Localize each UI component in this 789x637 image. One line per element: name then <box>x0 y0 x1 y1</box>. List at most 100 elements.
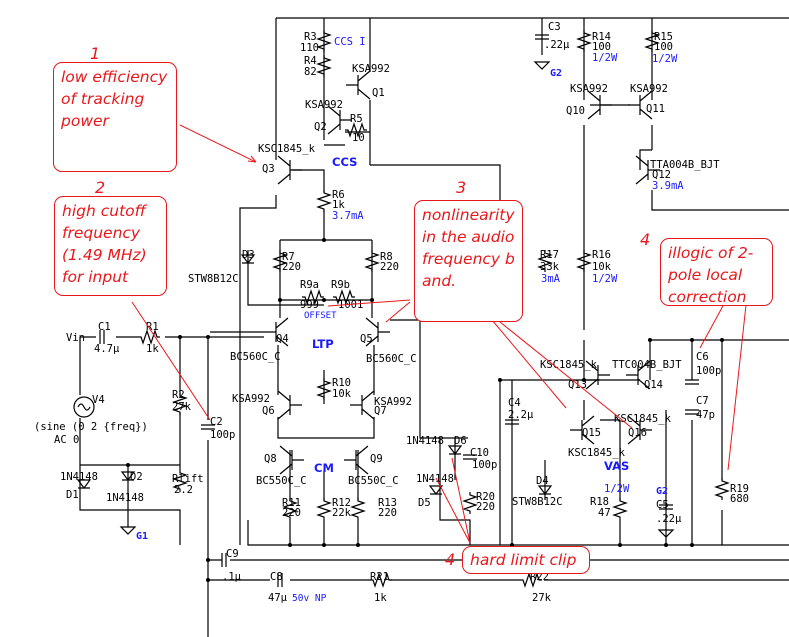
r19-val: 680 <box>730 493 749 505</box>
d6-model: 1N4148 <box>416 473 454 485</box>
junction-dot <box>690 338 694 342</box>
q14-model: TTC004B_BJT <box>612 359 682 371</box>
r20-resistor <box>462 492 478 514</box>
r17-ref: R17 <box>540 249 559 261</box>
d2-diode <box>120 471 136 481</box>
q6-model: KSA992 <box>232 393 270 405</box>
q7-model: KSA992 <box>374 396 412 408</box>
r12-val: 22k <box>332 507 352 519</box>
q2-ref: Q2 <box>314 121 327 133</box>
r22-val: 27k <box>532 592 552 604</box>
c10-val: 100p <box>472 459 497 471</box>
junction-dot <box>664 543 668 547</box>
junction-dot <box>278 298 282 302</box>
r21-resistor <box>370 572 392 588</box>
r9a-ref: R9a <box>300 279 319 291</box>
labels: R3 110 R4 82 CCS I KSA992 Q1 KSA992 Q2 R… <box>34 21 749 604</box>
c8-val: 47µ <box>268 592 288 604</box>
q8-ref: Q8 <box>264 453 277 465</box>
r16-ref: R16 <box>592 249 611 261</box>
r8-resistor <box>364 250 380 272</box>
annotation-1-box: low efficiency of tracking power <box>53 62 177 172</box>
r3-ref: R3 <box>304 31 317 43</box>
q1-model: KSA992 <box>352 63 390 75</box>
d5-ref: D5 <box>418 497 431 509</box>
r19-resistor <box>714 478 730 500</box>
rlift-val: 2.2 <box>174 484 193 496</box>
r14-pwr: 1/2W <box>592 52 618 64</box>
r4-resistor <box>316 55 332 77</box>
v4-source-icon <box>73 396 95 418</box>
c9-ref: C9 <box>226 548 239 560</box>
d1-model: 1N4148 <box>60 471 98 483</box>
q16-model: KSC1845_k <box>614 413 672 425</box>
q3-transistor <box>277 155 302 185</box>
r5-ref: R5 <box>350 113 363 125</box>
junction-dot <box>648 338 652 342</box>
vin-label: Vin <box>66 332 85 344</box>
c5-val: .22µ <box>656 513 682 525</box>
r15-resistor <box>644 30 660 52</box>
r18-val: 47 <box>598 507 611 519</box>
r17-current: 3mA <box>541 273 561 285</box>
q9-model: BC550C_C <box>348 475 399 487</box>
c7-val: 47p <box>696 409 715 421</box>
c6-capacitor <box>685 379 699 385</box>
cm-label: CM <box>314 461 334 475</box>
r3-resistor <box>316 30 332 52</box>
c8-capacitor <box>277 573 283 587</box>
q1-ref: Q1 <box>372 87 385 99</box>
c2-val: 100p <box>210 429 235 441</box>
r1-ref: R1 <box>146 321 159 333</box>
q10-transistor <box>587 90 612 120</box>
q15-model: KSC1845_k <box>568 447 626 459</box>
d2-ref: D2 <box>130 471 143 483</box>
junction-dot <box>356 543 360 547</box>
c1-val: 4.7µ <box>94 343 120 355</box>
d2-model: 1N4148 <box>106 492 144 504</box>
q15-ref: Q15 <box>582 427 601 439</box>
offset-label: OFFSET <box>304 311 337 321</box>
q16-transistor <box>627 415 652 445</box>
junction-dot <box>206 578 210 582</box>
r14-resistor <box>576 30 592 52</box>
c3-capacitor <box>535 34 549 40</box>
c8-note: 50v NP <box>292 593 327 604</box>
r7-ref: R7 <box>282 251 295 263</box>
r7-val: 220 <box>282 261 301 273</box>
c6-ref: C6 <box>696 351 709 363</box>
junction-dot <box>206 558 210 562</box>
c1-ref: C1 <box>98 321 111 333</box>
r21-val: 1k <box>374 592 387 604</box>
g2-top-label: G2 <box>550 68 562 79</box>
r20-val: 220 <box>476 501 495 513</box>
r15-pwr: 1/2W <box>652 53 678 65</box>
q12-ref: Q12 <box>652 169 671 181</box>
v4-ref: V4 <box>92 394 105 406</box>
junction-dot <box>322 238 326 242</box>
c10-ref: C10 <box>470 447 489 459</box>
junction-dot <box>690 543 694 547</box>
r9b-resistor <box>333 289 355 305</box>
v4-line2: AC 0 <box>54 434 79 446</box>
r6-ref: R6 <box>332 189 345 201</box>
q4-ref: Q4 <box>276 333 289 345</box>
annotation-4a-number: 4 <box>640 230 651 249</box>
c9-capacitor <box>221 553 227 567</box>
r6-val: 1k <box>332 199 345 211</box>
c3-ref: C3 <box>548 21 561 33</box>
g2-bottom-label: G2 <box>656 486 668 497</box>
r11-val: 220 <box>282 507 301 519</box>
r10-resistor <box>316 378 332 400</box>
q15-transistor <box>570 415 595 445</box>
q9-ref: Q9 <box>370 453 383 465</box>
c4-ref: C4 <box>508 397 521 409</box>
d3-model: STW8B12C <box>188 273 239 285</box>
r9a-val: 999 <box>300 299 319 311</box>
junction-dot <box>322 543 326 547</box>
q3-model: KSC1845_k <box>258 143 316 155</box>
q13-transistor <box>585 360 610 390</box>
rlift-ref: Rlift <box>172 473 204 485</box>
c4-val: 2.2µ <box>508 409 534 421</box>
r16-val: 10k <box>592 261 612 273</box>
